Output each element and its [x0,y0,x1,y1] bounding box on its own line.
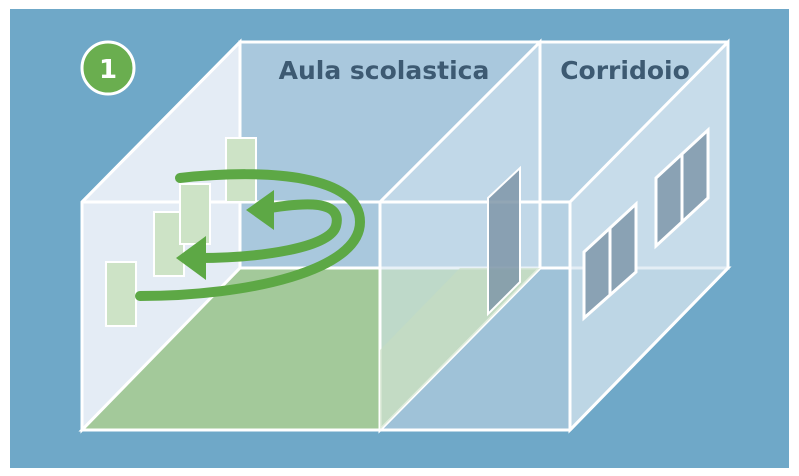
divider-wall-floor-overlay [380,268,540,430]
corridor-label: Corridoio [560,56,690,85]
classroom-windows [105,137,257,327]
arrow-head-1 [246,190,274,230]
circular-airflow-arrows [135,169,366,301]
door-icon [487,165,521,317]
window-1 [105,261,137,327]
corridor-outer-wall [568,38,730,434]
airflow-outer-path [135,169,366,301]
corridor-window-upper [654,126,710,250]
airflow-inner-path [193,199,342,263]
top-left-edge [80,40,242,204]
arrow-head-2 [176,236,206,280]
corridor-window-lower [582,200,638,322]
step-badge [80,40,136,96]
window-3 [179,183,211,245]
step-number: 1 [99,55,117,85]
classroom-label: Aula scolastica [279,56,490,85]
